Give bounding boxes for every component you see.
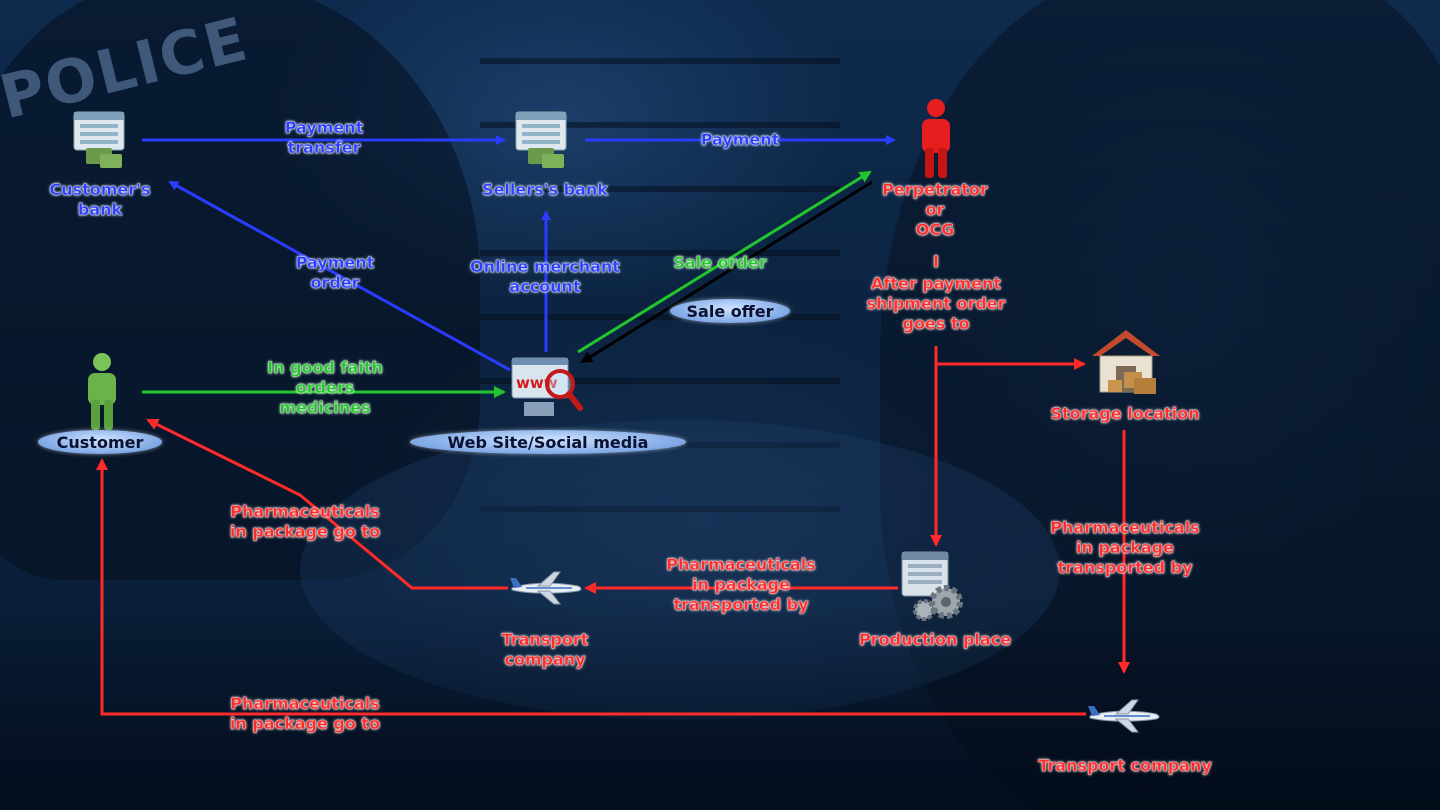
airplane-icon <box>508 568 584 608</box>
arrow-payment-order <box>168 180 511 372</box>
edge-payment: Payment <box>700 130 780 149</box>
edge-sale-order: Sale order <box>673 253 767 272</box>
person-red-icon <box>916 98 956 182</box>
factory-gear-icon <box>898 548 974 624</box>
node-website[interactable]: Web Site/Social media <box>410 430 686 454</box>
edge-payment-transfer: Payment transfer <box>284 118 364 157</box>
edge-sale-offer: Sale offer <box>670 299 790 323</box>
background-bottom-fade <box>0 600 1440 810</box>
edge-after-payment: After payment shipment order goes to <box>866 274 1006 333</box>
arrow-plane-to-customer <box>146 418 508 590</box>
arrow-sale-offer <box>580 180 873 364</box>
edge-pharma-transported-mid: Pharmaceuticals in package transported b… <box>666 555 816 614</box>
edge-payment-order: Payment order <box>295 253 375 292</box>
edge-pharma-transported-right: Pharmaceuticals in package transported b… <box>1050 518 1200 577</box>
airplane-icon <box>1086 696 1162 736</box>
www-magnifier-icon: www <box>508 352 586 424</box>
node-transport-bottom: Transport company <box>1038 756 1212 775</box>
separator-mark: I <box>933 252 939 271</box>
bank-icon <box>66 102 136 172</box>
node-customers-bank: Customer's bank <box>49 180 151 219</box>
node-transport-mid: Transport company <box>501 630 589 669</box>
person-green-icon <box>82 352 122 432</box>
node-storage: Storage location <box>1050 404 1200 423</box>
node-sellers-bank: Sellers's bank <box>482 180 608 199</box>
arrow-sale-order <box>577 170 872 354</box>
arrow-bottom-to-customer <box>96 458 1086 716</box>
node-customer[interactable]: Customer <box>38 430 162 454</box>
edge-pharma-go-to-upper: Pharmaceuticals in package go to <box>229 502 381 541</box>
node-production: Production place <box>858 630 1012 649</box>
background-figure-left <box>0 0 480 580</box>
bank-icon <box>508 102 578 172</box>
warehouse-icon <box>1086 326 1166 398</box>
node-perpetrator: Perpetrator or OCG <box>882 180 988 239</box>
edge-merchant-account: Online merchant account <box>470 257 620 296</box>
edge-good-faith: In good faith orders medicines <box>267 358 383 417</box>
edge-pharma-go-to-bottom: Pharmaceuticals in package go to <box>229 694 381 733</box>
